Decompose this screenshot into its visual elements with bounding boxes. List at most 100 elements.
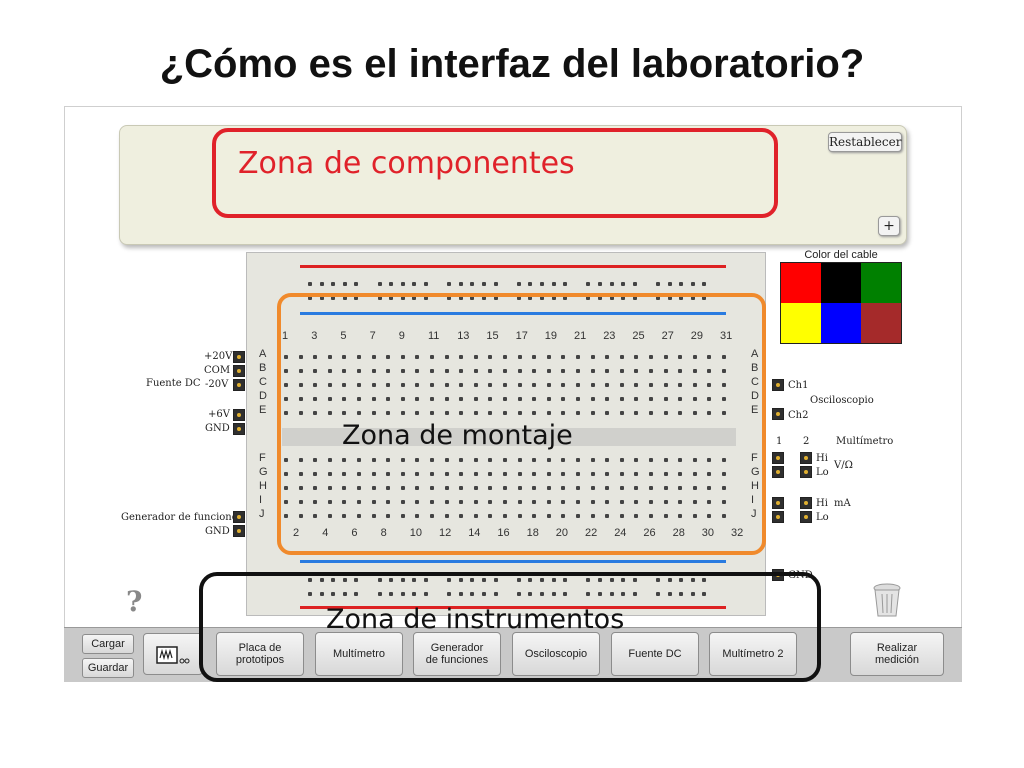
breadboard-hole[interactable]	[532, 383, 537, 387]
breadboard-hole[interactable]	[313, 472, 318, 476]
breadboard-hole[interactable]	[632, 578, 637, 582]
breadboard-hole[interactable]	[470, 578, 475, 582]
breadboard-hole[interactable]	[590, 500, 595, 504]
breadboard-button[interactable]: Placa de prototipos	[216, 632, 304, 676]
breadboard-hole[interactable]	[327, 411, 332, 415]
breadboard-hole[interactable]	[488, 397, 493, 401]
breadboard-hole[interactable]	[619, 458, 624, 462]
breadboard-hole[interactable]	[298, 458, 303, 462]
breadboard-hole[interactable]	[576, 397, 580, 401]
breadboard-hole[interactable]	[528, 296, 533, 300]
breadboard-hole[interactable]	[459, 369, 464, 373]
breadboard-hole[interactable]	[605, 355, 610, 359]
breadboard-hole[interactable]	[503, 355, 507, 359]
breadboard-hole[interactable]	[605, 411, 610, 415]
breadboard-hole[interactable]	[308, 296, 312, 300]
breadboard-hole[interactable]	[342, 411, 347, 415]
breadboard-hole[interactable]	[493, 296, 498, 300]
breadboard-hole[interactable]	[327, 383, 332, 387]
breadboard-hole[interactable]	[400, 369, 405, 373]
breadboard-hole[interactable]	[517, 397, 522, 401]
breadboard-hole[interactable]	[458, 592, 463, 596]
breadboard-hole[interactable]	[528, 578, 533, 582]
breadboard-hole[interactable]	[634, 397, 639, 401]
breadboard-hole[interactable]	[656, 282, 660, 286]
expand-button[interactable]: +	[878, 216, 900, 236]
breadboard-hole[interactable]	[503, 486, 507, 490]
breadboard-hole[interactable]	[342, 282, 347, 286]
breadboard-hole[interactable]	[458, 578, 463, 582]
breadboard-hole[interactable]	[563, 592, 568, 596]
breadboard-hole[interactable]	[298, 411, 303, 415]
breadboard-hole[interactable]	[649, 369, 653, 373]
breadboard-hole[interactable]	[331, 592, 336, 596]
breadboard-hole[interactable]	[473, 486, 478, 490]
multimeter2-button[interactable]: Multímetro 2	[709, 632, 797, 676]
breadboard-hole[interactable]	[605, 383, 610, 387]
breadboard-hole[interactable]	[400, 411, 405, 415]
breadboard-hole[interactable]	[546, 369, 551, 373]
breadboard-hole[interactable]	[430, 486, 434, 490]
breadboard-hole[interactable]	[678, 486, 683, 490]
measure-button[interactable]: Realizar medición	[850, 632, 944, 676]
breadboard-hole[interactable]	[412, 592, 417, 596]
breadboard-hole[interactable]	[342, 486, 347, 490]
breadboard-hole[interactable]	[430, 514, 434, 518]
breadboard-hole[interactable]	[517, 355, 522, 359]
breadboard-hole[interactable]	[598, 296, 602, 300]
breadboard-hole[interactable]	[563, 296, 568, 300]
breadboard-hole[interactable]	[619, 486, 624, 490]
breadboard-hole[interactable]	[561, 486, 566, 490]
breadboard-hole[interactable]	[702, 296, 707, 300]
breadboard-hole[interactable]	[488, 369, 493, 373]
breadboard-hole[interactable]	[702, 592, 707, 596]
breadboard-hole[interactable]	[371, 472, 376, 476]
breadboard-hole[interactable]	[649, 397, 653, 401]
breadboard-hole[interactable]	[609, 578, 614, 582]
breadboard-hole[interactable]	[284, 486, 288, 490]
breadboard-hole[interactable]	[590, 486, 595, 490]
breadboard-hole[interactable]	[298, 397, 303, 401]
breadboard-hole[interactable]	[605, 472, 610, 476]
jack-ch1[interactable]	[772, 379, 784, 391]
breadboard-hole[interactable]	[667, 578, 672, 582]
breadboard-hole[interactable]	[532, 355, 537, 359]
breadboard-hole[interactable]	[400, 383, 405, 387]
breadboard-hole[interactable]	[298, 500, 303, 504]
jack-mm1-lo[interactable]	[772, 466, 784, 478]
breadboard-hole[interactable]	[619, 383, 624, 387]
breadboard-hole[interactable]	[692, 472, 697, 476]
color-swatch-brown[interactable]	[861, 303, 901, 343]
breadboard-hole[interactable]	[517, 514, 522, 518]
breadboard-hole[interactable]	[354, 578, 359, 582]
breadboard-hole[interactable]	[722, 486, 726, 490]
breadboard-hole[interactable]	[679, 592, 684, 596]
breadboard-hole[interactable]	[561, 411, 566, 415]
breadboard-hole[interactable]	[678, 411, 683, 415]
breadboard-hole[interactable]	[586, 592, 591, 596]
breadboard-hole[interactable]	[663, 369, 668, 373]
breadboard-hole[interactable]	[619, 369, 624, 373]
breadboard-hole[interactable]	[298, 369, 303, 373]
breadboard-hole[interactable]	[546, 411, 551, 415]
breadboard-hole[interactable]	[400, 282, 405, 286]
breadboard-hole[interactable]	[458, 282, 463, 286]
breadboard-hole[interactable]	[459, 411, 464, 415]
breadboard-hole[interactable]	[621, 578, 626, 582]
breadboard-hole[interactable]	[424, 592, 428, 596]
breadboard-hole[interactable]	[707, 472, 712, 476]
breadboard-hole[interactable]	[598, 592, 602, 596]
breadboard-hole[interactable]	[532, 369, 537, 373]
breadboard-hole[interactable]	[546, 500, 551, 504]
breadboard-hole[interactable]	[354, 592, 359, 596]
breadboard-hole[interactable]	[517, 383, 522, 387]
breadboard-hole[interactable]	[634, 486, 639, 490]
breadboard-hole[interactable]	[459, 458, 464, 462]
breadboard-hole[interactable]	[342, 369, 347, 373]
breadboard-hole[interactable]	[284, 383, 288, 387]
breadboard-hole[interactable]	[503, 500, 507, 504]
breadboard-hole[interactable]	[576, 458, 580, 462]
breadboard-hole[interactable]	[561, 355, 566, 359]
breadboard-hole[interactable]	[308, 578, 312, 582]
breadboard-hole[interactable]	[386, 411, 391, 415]
